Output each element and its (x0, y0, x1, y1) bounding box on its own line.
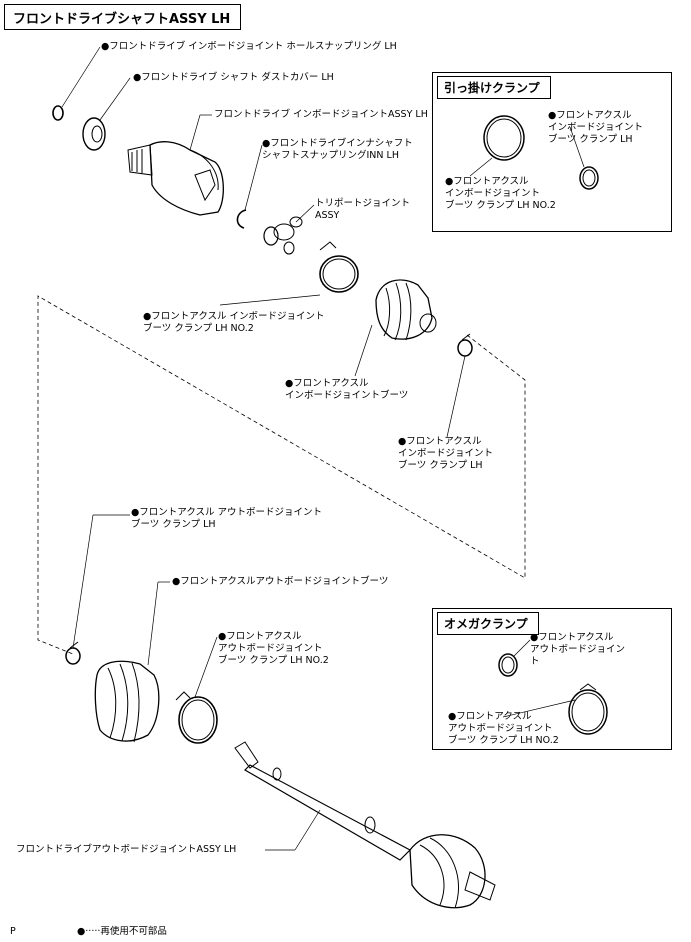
box2-clamp-no2-part (502, 683, 608, 735)
ib-boot-part (354, 279, 437, 377)
ob-clamp-no2-label: ●フロントアクスル アウトボードジョイント ブーツ クランプ LH NO.2 (218, 631, 329, 666)
diagram-title: フロントドライブシャフトASSY LH (4, 4, 242, 30)
ib-clamp-no2-label: ●フロントアクスル インボードジョイント ブーツ クランプ LH NO.2 (143, 311, 325, 334)
ob-clamp-part (65, 514, 130, 665)
omega-clamp-box: オメガクランプ (432, 608, 672, 750)
box2-clamp-part (498, 639, 531, 677)
tripod-joint-label: トリポートジョイント ASSY (315, 198, 411, 221)
inner-snap-ring-label: ●フロントドライブインナシャフト シャフトスナップリングINN LH (262, 138, 413, 161)
snap-ring-part (52, 46, 101, 121)
box1-clamp-no2-part (569, 126, 599, 190)
inboard-joint-part (127, 114, 224, 216)
ib-clamp-no2-part (219, 241, 359, 306)
box1-clamp-lh-label: ●フロントアクスル インボードジョイント ブーツ クランプ LH (548, 110, 644, 145)
assembly-dashed-outline (37, 295, 526, 655)
inner-snap-ring-part (236, 144, 263, 229)
ob-clamp-label: ●フロントアクスル アウトボードジョイント ブーツ クランプ LH (131, 507, 323, 530)
box2-clamp-no2-label: ●フロントアクスル アウトボードジョイント ブーツ クランプ LH NO.2 (448, 711, 559, 746)
inboard-joint-label: フロントドライブ インボードジョイントASSY LH (214, 109, 428, 120)
ib-clamp-part (446, 333, 473, 438)
outboard-shaft-part (234, 741, 496, 909)
ib-boot-label: ●フロントアクスル インボードジョイントブーツ (285, 378, 409, 401)
ob-boot-label: ●フロントアクスルアウトボードジョイントブーツ (172, 576, 389, 587)
hook-clamp-title: 引っ掛けクランプ (437, 76, 551, 99)
dust-cover-part (82, 77, 131, 151)
box2-clamp-label: ●フロントアクスル アウトボードジョイン ト (530, 632, 626, 667)
snap-ring-label: ●フロントドライブ インボードジョイント ホールスナップリング LH (101, 41, 397, 52)
hook-clamp-box: 引っ掛けクランプ (432, 72, 672, 232)
legend-note: ●·····再使用不可部品 (77, 926, 167, 937)
page-mark: P (10, 926, 16, 937)
ob-boot-part (94, 581, 170, 743)
omega-clamp-title: オメガクランプ (437, 612, 539, 635)
box1-clamp-lh-part (469, 115, 525, 177)
dust-cover-label: ●フロントドライブ シャフト ダストカバー LH (133, 72, 334, 83)
box1-clamp-no2-label: ●フロントアクスル インボードジョイント ブーツ クランプ LH NO.2 (445, 176, 556, 211)
outboard-joint-label: フロントドライブアウトボードジョイントASSY LH (16, 844, 237, 855)
ib-clamp-label: ●フロントアクスル インボードジョイント ブーツ クランプ LH (398, 436, 494, 471)
ob-clamp-no2-part (175, 636, 218, 744)
tripod-joint-part (263, 204, 315, 255)
